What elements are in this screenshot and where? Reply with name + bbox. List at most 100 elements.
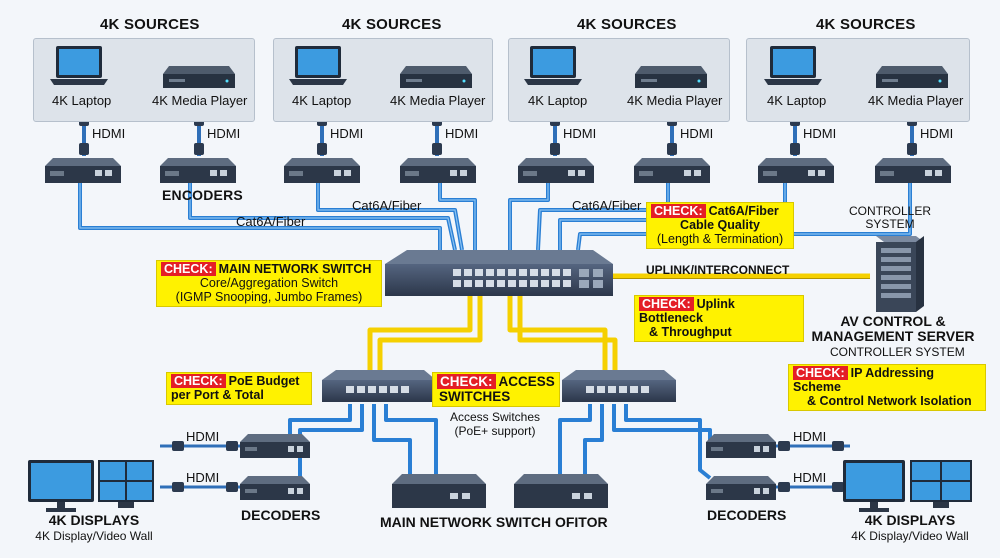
- encoder-icon: [160, 158, 236, 183]
- encoder-icon: [518, 158, 594, 183]
- display-monitor-icon: [28, 460, 94, 512]
- callout-access-line2: SWITCHES: [439, 389, 511, 404]
- source-group-title: 4K SOURCES: [342, 16, 442, 33]
- check-badge: CHECK:: [171, 374, 226, 388]
- callout-ip-addressing: CHECK:IP Addressing Scheme & Control Net…: [788, 364, 986, 411]
- server-title-line-1: AV CONTROL &: [840, 313, 946, 329]
- server-title-line-2: MANAGEMENT SERVER: [811, 328, 975, 344]
- encoder-icon: [400, 158, 476, 183]
- check-badge: CHECK:: [437, 374, 496, 389]
- yellow-uplinks: [367, 273, 870, 372]
- callout-main-switch-line3: (IGMP Snooping, Jumbo Frames): [175, 290, 363, 304]
- controller-line-1: CONTROLLER: [848, 204, 931, 218]
- media-player-icon: [163, 66, 235, 88]
- hdmi-label: HDMI: [563, 126, 597, 141]
- callout-poe: CHECK:PoE Budget per Port & Total: [166, 372, 312, 405]
- hdmi-label: HDMI: [793, 429, 827, 444]
- callout-cable-line3: (Length & Termination): [656, 232, 784, 246]
- video-wall-icon: [98, 460, 154, 508]
- callout-ip-line2: & Control Network Isolation: [807, 394, 972, 408]
- encoder-icon: [634, 158, 710, 183]
- check-badge: CHECK:: [161, 262, 216, 276]
- controller-line-2: SYSTEM: [865, 217, 915, 231]
- access-switch-icon: [322, 370, 436, 402]
- callout-main-switch-line2: Core/Aggregation Switch: [199, 276, 339, 290]
- hdmi-label: HDMI: [330, 126, 364, 141]
- laptop-label: 4K Laptop: [52, 93, 112, 108]
- displays-right-sub: 4K Display/Video Wall: [851, 529, 969, 543]
- laptop-label: 4K Laptop: [292, 93, 352, 108]
- network-device-icon: [514, 474, 608, 508]
- bottom-center-label: MAIN NETWORK SWITCH OFITOR: [380, 514, 608, 530]
- laptop-label: 4K Laptop: [528, 93, 588, 108]
- laptop-icon: [289, 46, 347, 85]
- decoders-label: DECODERS: [707, 507, 787, 523]
- media-player-label: 4K Media Player: [152, 93, 248, 108]
- callout-access-switches: CHECK:ACCESS SWITCHES: [432, 372, 560, 407]
- media-player-label: 4K Media Player: [627, 93, 723, 108]
- check-badge: CHECK:: [793, 366, 848, 380]
- callout-poe-line2: per Port & Total: [171, 388, 264, 402]
- decoder-icon: [706, 476, 776, 500]
- callout-cable-title: Cat6A/Fiber: [708, 204, 779, 218]
- decoder-icon: [706, 434, 776, 458]
- callout-main-switch: CHECK:MAIN NETWORK SWITCH Core/Aggregati…: [156, 260, 382, 307]
- source-group-title: 4K SOURCES: [816, 16, 916, 33]
- hdmi-label: HDMI: [793, 470, 827, 485]
- displays-left-title: 4K DISPLAYS: [48, 512, 140, 528]
- decoder-icon: [240, 434, 310, 458]
- hdmi-label: HDMI: [803, 126, 837, 141]
- media-player-label: 4K Media Player: [868, 93, 964, 108]
- server-tower-icon: [876, 236, 924, 312]
- callout-uplink: CHECK:Uplink Bottleneck & Throughput: [634, 295, 804, 342]
- server-title: AV CONTROL & MANAGEMENT SERVER: [808, 314, 978, 344]
- callout-cable-line2: Cable Quality: [680, 218, 760, 232]
- uplink-label: UPLINK/INTERCONNECT: [646, 263, 790, 277]
- displays-left-label: 4K DISPLAYS 4K Display/Video Wall: [14, 513, 174, 544]
- callout-uplink-line2: & Throughput: [649, 325, 732, 339]
- callout-cable-quality: CHECK:Cat6A/Fiber Cable Quality (Length …: [646, 202, 794, 249]
- encoder-icon: [284, 158, 360, 183]
- encoder-icon: [875, 158, 951, 183]
- displays-right-title: 4K DISPLAYS: [864, 512, 956, 528]
- media-player-icon: [400, 66, 472, 88]
- main-network-switch-icon: [385, 250, 613, 296]
- hdmi-label: HDMI: [680, 126, 714, 141]
- callout-ip-title: IP Addressing Scheme: [793, 366, 934, 394]
- hdmi-label: HDMI: [186, 470, 220, 485]
- displays-right-label: 4K DISPLAYS 4K Display/Video Wall: [830, 513, 990, 544]
- encoder-icon: [45, 158, 121, 183]
- hdmi-label: HDMI: [186, 429, 220, 444]
- callout-access-title: ACCESS: [498, 374, 555, 389]
- access-switch-icon: [562, 370, 676, 402]
- source-group-title: 4K SOURCES: [577, 16, 677, 33]
- video-wall-icon: [910, 460, 972, 508]
- laptop-icon: [524, 46, 582, 85]
- laptop-icon: [50, 46, 108, 85]
- displays-left-sub: 4K Display/Video Wall: [35, 529, 153, 543]
- access-switch-subtitle: Access Switches (PoE+ support): [440, 410, 550, 438]
- media-player-label: 4K Media Player: [390, 93, 486, 108]
- media-player-icon: [635, 66, 707, 88]
- decoders-label: DECODERS: [241, 507, 321, 523]
- decoder-icon: [240, 476, 310, 500]
- access-subtitle-line-1: Access Switches: [449, 410, 541, 424]
- hdmi-label: HDMI: [445, 126, 479, 141]
- hdmi-label: HDMI: [207, 126, 241, 141]
- check-badge: CHECK:: [639, 297, 694, 311]
- server-subtitle: CONTROLLER SYSTEM: [830, 345, 965, 359]
- controller-system-label: CONTROLLER SYSTEM: [845, 205, 935, 231]
- hdmi-label: HDMI: [92, 126, 126, 141]
- check-badge: CHECK:: [651, 204, 706, 218]
- media-player-icon: [876, 66, 948, 88]
- cable-label: Cat6A/Fiber: [236, 214, 306, 229]
- access-subtitle-line-2: (PoE+ support): [454, 424, 536, 438]
- network-device-icon: [392, 474, 486, 508]
- laptop-icon: [764, 46, 822, 85]
- display-hdmi-plugs: [172, 441, 844, 492]
- laptop-label: 4K Laptop: [767, 93, 827, 108]
- callout-poe-title: PoE Budget: [228, 374, 300, 388]
